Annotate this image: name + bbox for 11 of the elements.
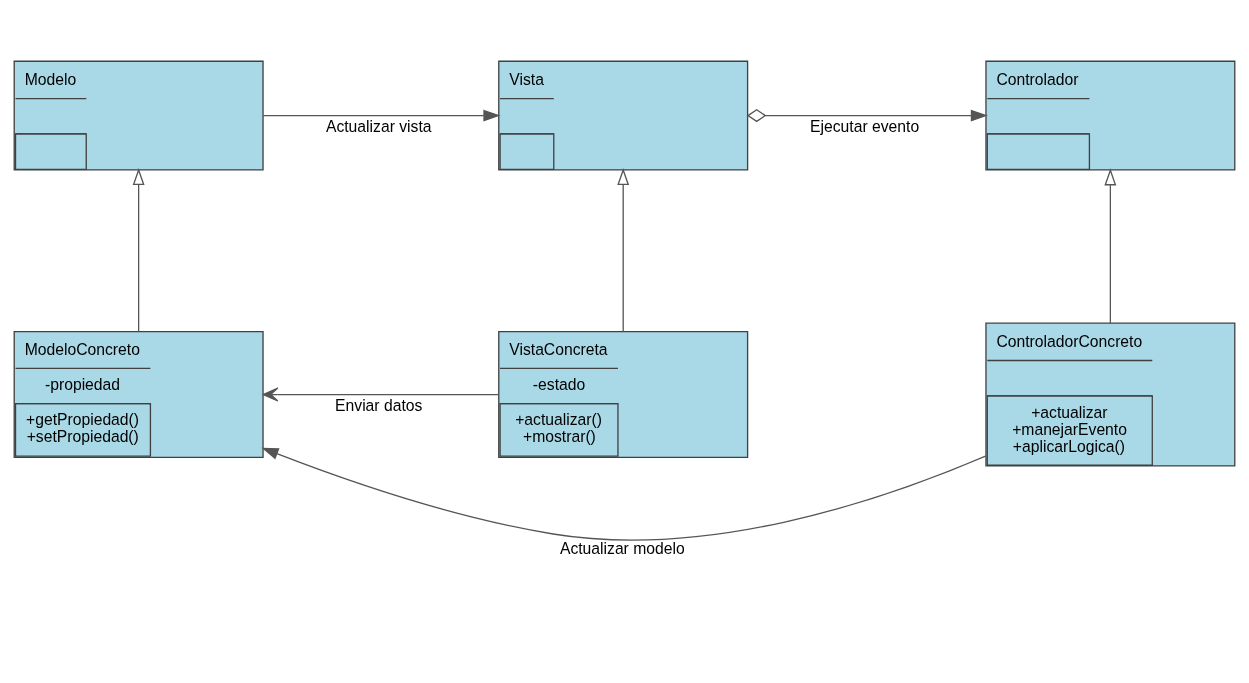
arrow <box>261 447 987 541</box>
arrow <box>617 168 630 333</box>
arrow <box>1104 168 1117 324</box>
arrow <box>262 387 500 402</box>
edge-label: Actualizar modelo <box>559 540 685 558</box>
arrow <box>132 168 145 333</box>
edge-label: Actualizar vista <box>325 118 432 136</box>
edge-label: Ejecutar evento <box>810 118 920 136</box>
arrow <box>262 109 501 122</box>
arrow <box>746 109 988 123</box>
edge-label: Enviar datos <box>335 397 423 415</box>
